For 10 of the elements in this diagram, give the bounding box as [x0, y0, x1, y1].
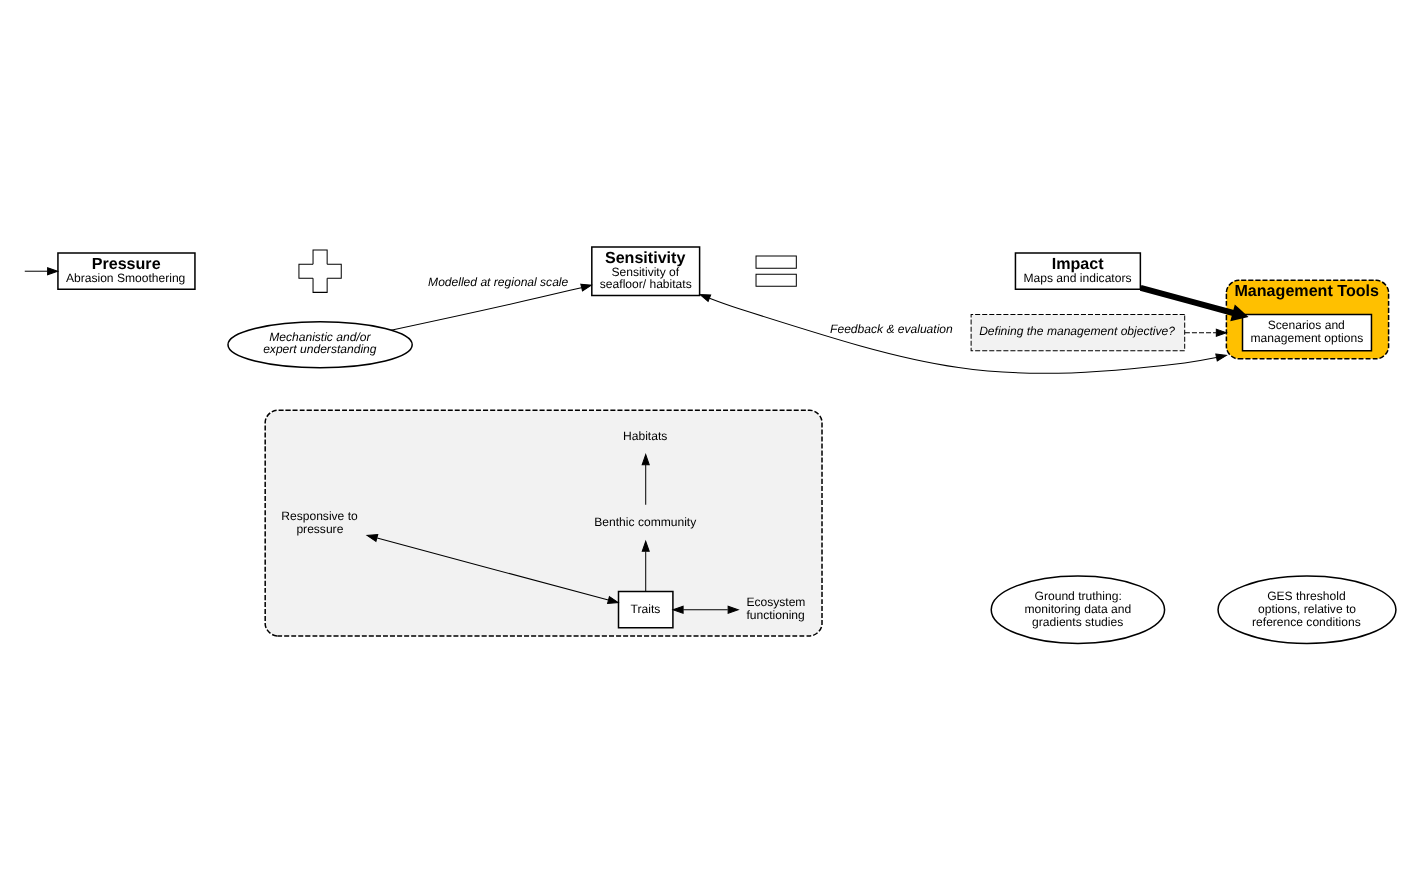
- arrow: [23, 265, 59, 275]
- arrow: [1183, 327, 1227, 336]
- arrow: [364, 533, 619, 603]
- cluster: [263, 408, 822, 636]
- arrow: [389, 282, 592, 330]
- arrow: [640, 452, 649, 505]
- arrow: [670, 604, 739, 613]
- arrow: [697, 292, 1227, 373]
- arrow: [640, 538, 649, 591]
- arrow: [1138, 284, 1248, 321]
